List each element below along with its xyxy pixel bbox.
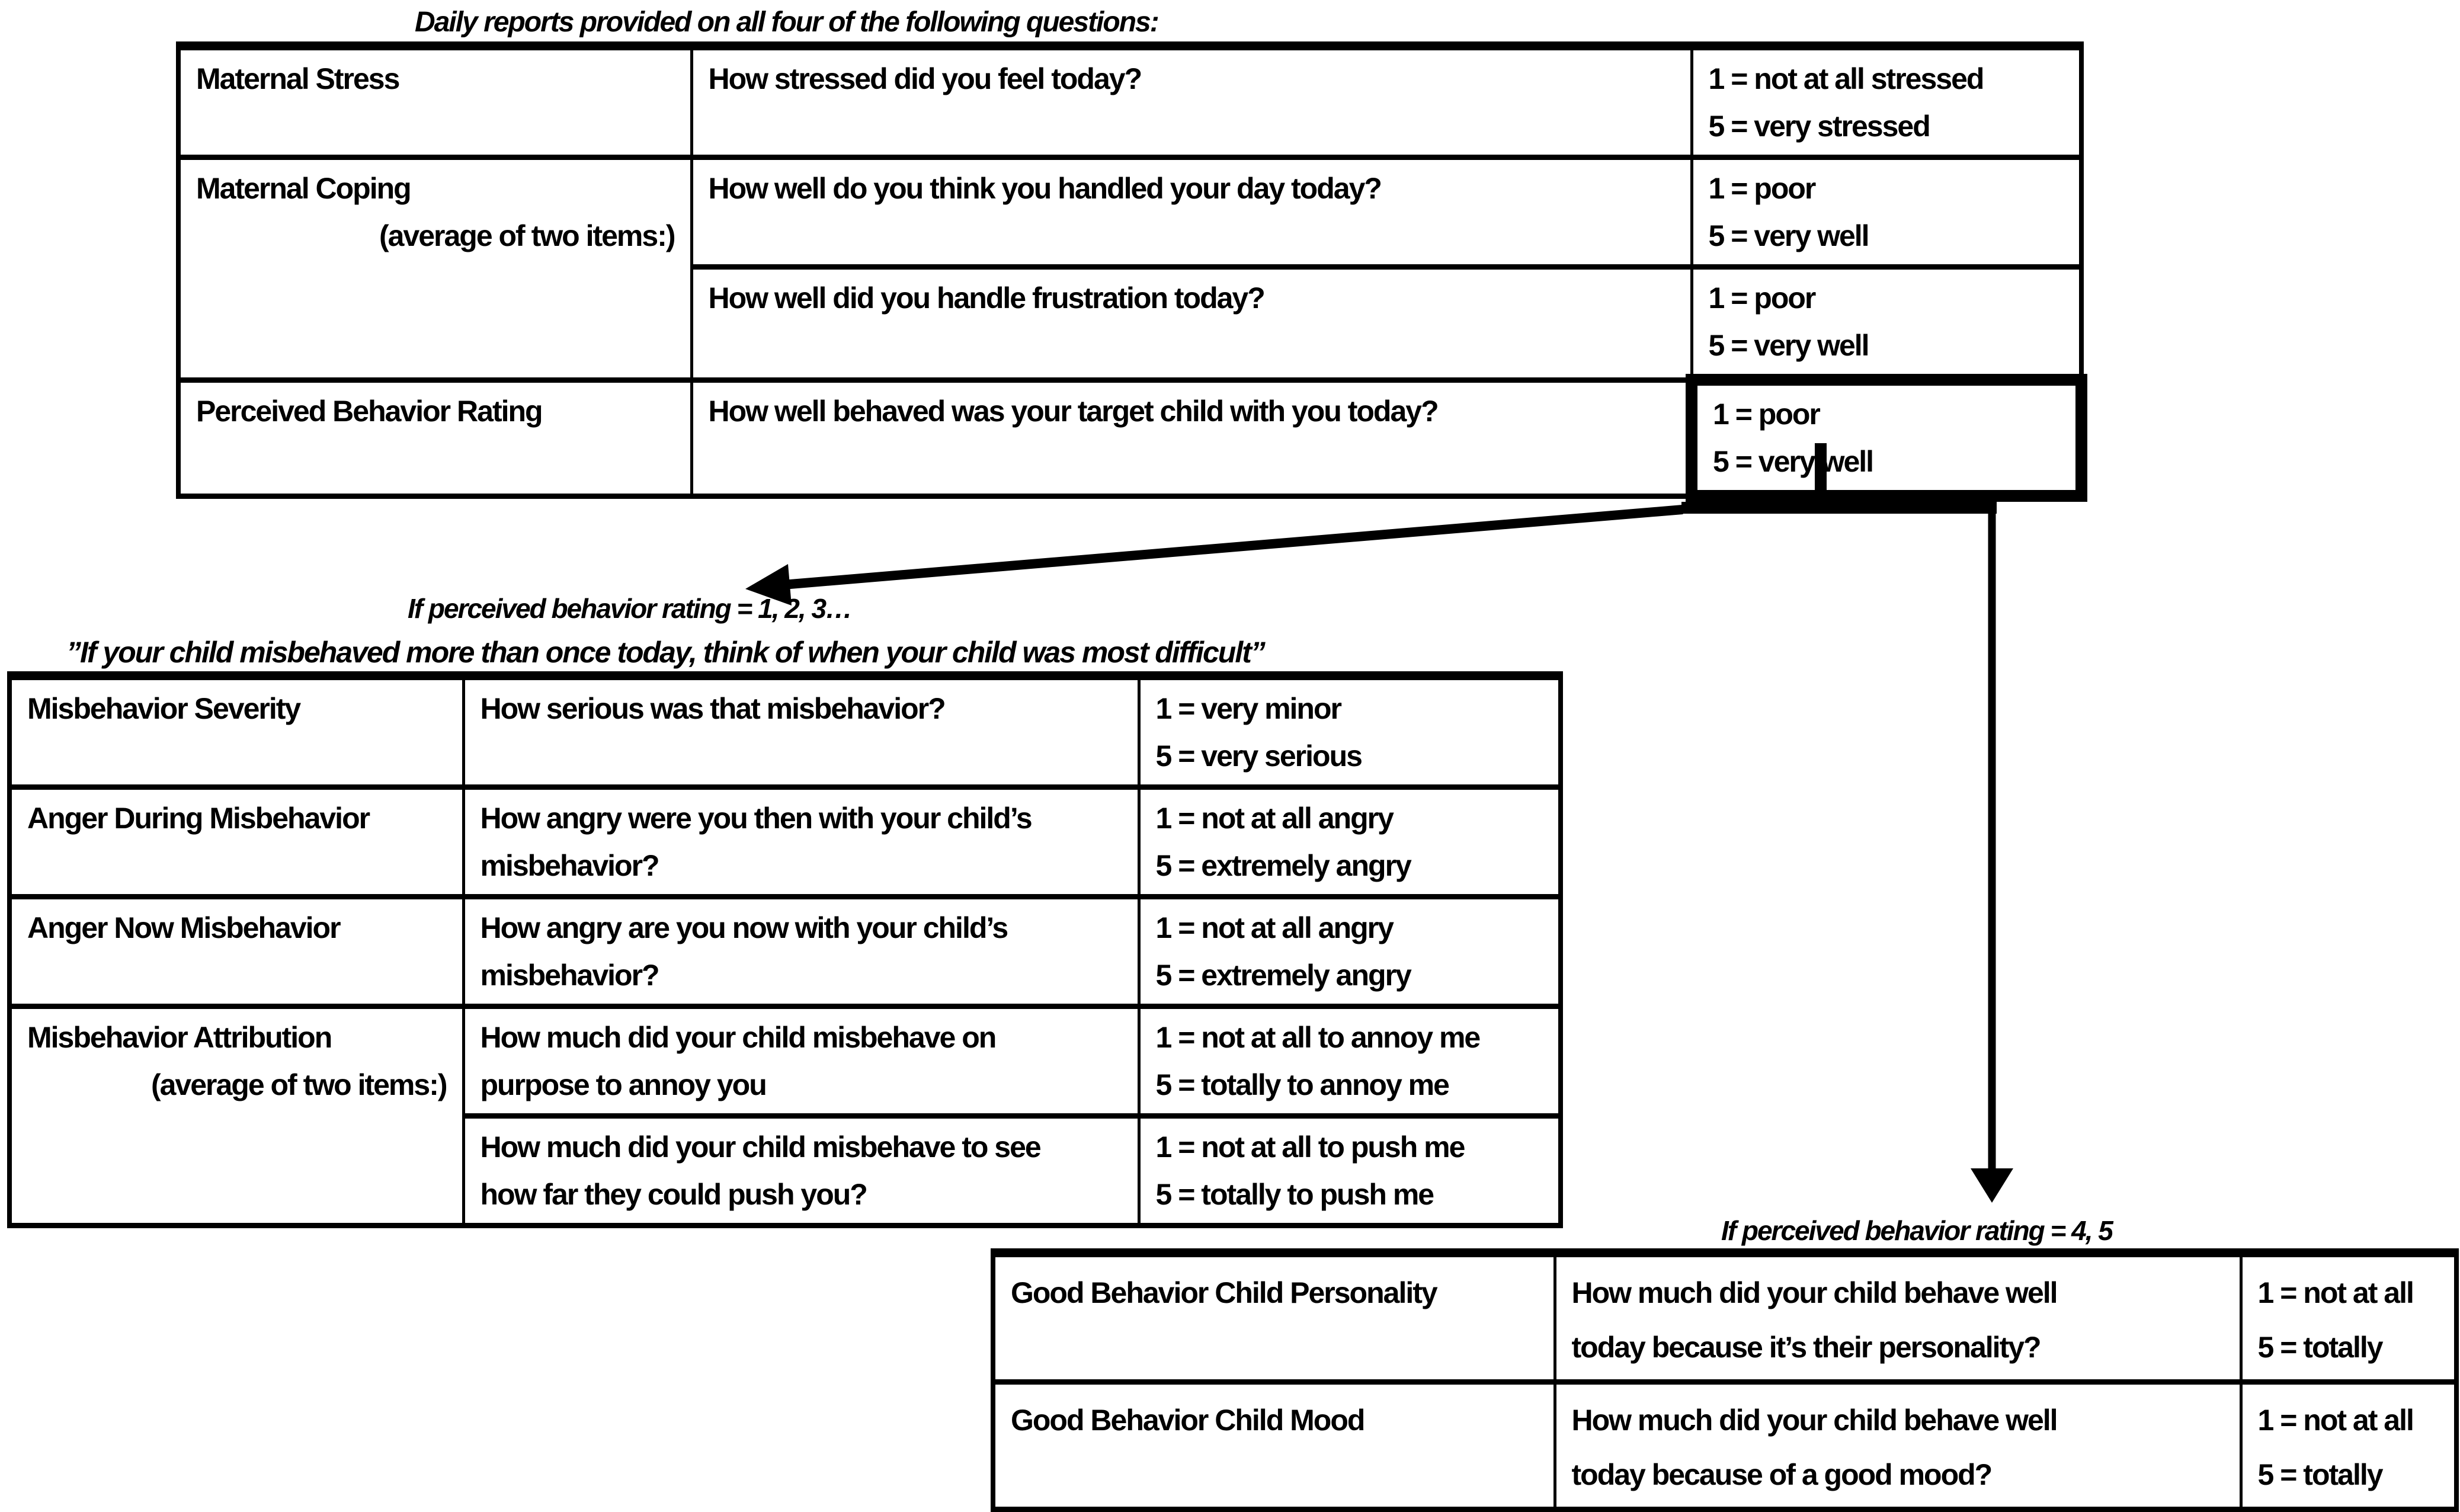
scale-low: 1 = not at all [2257,1276,2414,1309]
question-line: How well did you handle frustration toda… [708,281,1266,315]
question-cell: How much did your child behave well toda… [1553,1379,2243,1512]
question-cell: How stressed did you feel today? [690,41,1693,160]
construct-cell: Misbehavior Attribution (average of two … [8,1004,465,1228]
scale-high: 5 = very well [1713,445,1874,478]
figure-canvas: Daily reports provided on all four of th… [7,7,2459,1512]
daily-reports-table: Maternal Stress How stressed did you fee… [176,41,2087,502]
question-line: How much did your child misbehave on [480,1021,997,1054]
scale-cell: 1 = poor 5 = very well [1690,155,2083,270]
construct-label: Good Behavior Child Personality [1011,1276,1438,1309]
question-line: purpose to annoy you [480,1068,767,1101]
question-line: how far they could push you? [480,1178,868,1211]
question-line: How much did your child behave well [1571,1276,2058,1309]
high-branch-arrowhead [1971,1168,2013,1203]
construct-label: Perceived Behavior Rating [196,394,543,428]
scale-low: 1 = not at all angry [1155,911,1394,944]
construct-cell: Misbehavior Severity [8,671,465,790]
scale-low: 1 = poor [1708,172,1817,205]
question-line: today because of a good mood? [1571,1458,1993,1491]
scale-high: 5 = extremely angry [1155,959,1412,992]
good-behavior-items-table: Good Behavior Child Personality How much… [991,1248,2459,1512]
construct-label: Anger Now Misbehavior [27,911,341,944]
low-branch-instruction-quote: ”If your child misbehaved more than once… [66,636,1266,669]
question-line: today because it’s their personality? [1571,1331,2042,1364]
construct-cell: Maternal Coping (average of two items:) [177,155,693,383]
scale-cell: 1 = not at all 5 = totally [2239,1379,2458,1512]
construct-sublabel: (average of two items:) [150,1068,448,1101]
question-line: misbehavior? [480,849,660,882]
scale-high: 5 = very serious [1155,739,1363,773]
scale-low: 1 = not at all angry [1155,802,1394,835]
scale-low: 1 = not at all to annoy me [1155,1021,1481,1054]
question-line: How much did your child behave well [1571,1404,2058,1437]
scale-high: 5 = totally [2257,1331,2384,1364]
scale-cell: 1 = not at all angry 5 = extremely angry [1137,894,1562,1009]
question-cell: How angry were you then with your child’… [462,784,1141,899]
question-cell: How well behaved was your target child w… [690,377,1693,499]
scale-cell: 1 = not at all angry 5 = extremely angry [1137,784,1562,899]
question-cell: How well do you think you handled your d… [690,155,1693,270]
scale-high: 5 = extremely angry [1155,849,1412,882]
construct-label: Maternal Stress [196,62,400,95]
low-branch-caption: If perceived behavior rating = 1, 2, 3… [408,593,853,624]
question-line: How serious was that misbehavior? [480,692,946,725]
construct-label: Anger During Misbehavior [27,802,370,835]
scale-cell: 1 = very minor 5 = very serious [1137,671,1562,790]
construct-label: Misbehavior Severity [27,692,301,725]
scale-cell: 1 = not at all stressed 5 = very stresse… [1690,41,2083,160]
question-line: How much did your child misbehave to see [480,1130,1042,1164]
low-branch-arrow-shaft [783,505,1683,590]
scale-high: 5 = very well [1708,219,1870,252]
question-cell: How much did your child misbehave on pur… [462,1004,1141,1119]
question-line: How angry are you now with your child’s [480,911,1009,944]
construct-cell: Perceived Behavior Rating [177,377,693,499]
scale-high: 5 = totally [2257,1458,2384,1491]
scale-high: 5 = totally to push me [1155,1178,1435,1211]
question-line: How angry were you then with your child’… [480,802,1033,835]
scale-low: 1 = not at all [2257,1404,2414,1437]
scale-low: 1 = poor [1713,398,1821,431]
question-cell: How serious was that misbehavior? [462,671,1141,790]
scale-high: 5 = very well [1708,329,1870,362]
scale-low: 1 = not at all stressed [1708,62,1985,95]
scale-high: 5 = totally to annoy me [1155,1068,1450,1101]
scale-cell: 1 = not at all 5 = totally [2239,1248,2458,1385]
scale-low: 1 = poor [1708,281,1817,315]
question-cell: How well did you handle frustration toda… [690,264,1693,383]
construct-label: Good Behavior Child Mood [1011,1404,1365,1437]
question-line: misbehavior? [480,959,660,992]
question-cell: How angry are you now with your child’s … [462,894,1141,1009]
question-cell: How much did your child misbehave to see… [462,1113,1141,1228]
construct-sublabel: (average of two items:) [379,219,676,252]
construct-label: Maternal Coping [196,172,412,205]
construct-cell: Good Behavior Child Personality [991,1248,1556,1385]
highlighted-perceived-scale-cell: 1 = poor 5 = very well [1686,374,2087,502]
scale-cell: 1 = poor 5 = very well [1690,264,2083,383]
question-line: How well behaved was your target child w… [708,394,1439,428]
construct-cell: Maternal Stress [177,41,693,160]
construct-cell: Anger During Misbehavior [8,784,465,899]
high-branch-caption: If perceived behavior rating = 4, 5 [1721,1215,2113,1246]
question-line: How well do you think you handled your d… [708,172,1382,205]
scale-cell: 1 = not at all to annoy me 5 = totally t… [1137,1004,1562,1119]
misbehavior-items-table: Misbehavior Severity How serious was tha… [7,671,1563,1228]
scale-low: 1 = very minor [1155,692,1342,725]
scale-high: 5 = very stressed [1708,110,1931,143]
scale-cell: 1 = not at all to push me 5 = totally to… [1137,1113,1562,1228]
construct-label: Misbehavior Attribution [27,1021,332,1054]
construct-cell: Anger Now Misbehavior [8,894,465,1009]
question-cell: How much did your child behave well toda… [1553,1248,2243,1385]
construct-cell: Good Behavior Child Mood [991,1379,1556,1512]
question-line: How stressed did you feel today? [708,62,1143,95]
scale-low: 1 = not at all to push me [1155,1130,1466,1164]
figure-title: Daily reports provided on all four of th… [415,7,1159,38]
